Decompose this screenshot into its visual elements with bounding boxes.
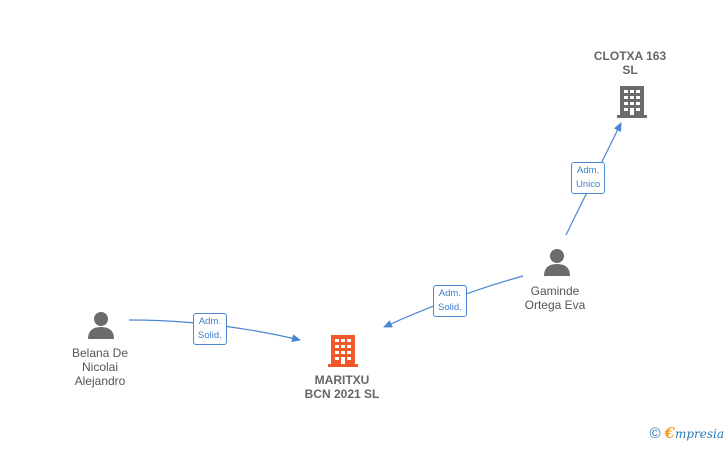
edge-label-adm-unico: Adm. Unico: [571, 162, 606, 194]
empresia-logo[interactable]: © €mpresia: [649, 424, 724, 442]
edge-label-adm-solid-gaminde: Adm. Solid.: [433, 285, 467, 317]
node-label-belana[interactable]: Belana De Nicolai Alejandro: [71, 346, 129, 388]
copyright-icon: ©: [649, 424, 661, 442]
building-icon[interactable]: [328, 335, 358, 367]
person-icon[interactable]: [544, 249, 570, 276]
node-label-gaminde[interactable]: Gaminde Ortega Eva: [524, 284, 586, 312]
edge-label-adm-solid-belana: Adm. Solid.: [193, 313, 227, 345]
building-icon[interactable]: [617, 86, 647, 118]
node-label-maritxu[interactable]: MARITXU BCN 2021 SL: [304, 373, 380, 401]
person-icon[interactable]: [88, 312, 114, 339]
brand-name: mpresia: [674, 427, 724, 441]
brand-initial: €: [664, 424, 675, 442]
node-label-clotxa[interactable]: CLOTXA 163 SL: [593, 49, 667, 77]
